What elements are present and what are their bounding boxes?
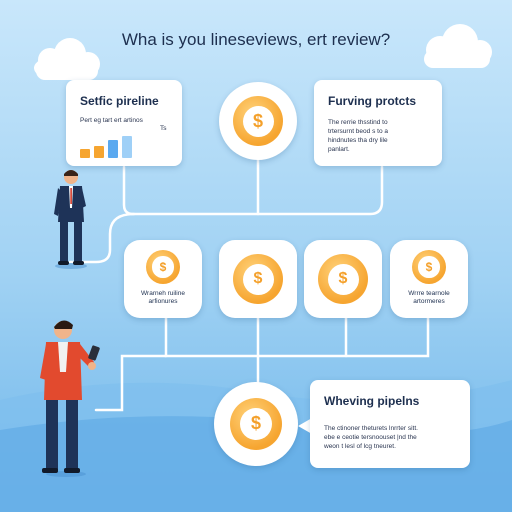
connector-lines [68, 158, 430, 412]
dollar-coin-icon: $ [146, 250, 180, 284]
bar-chart-icon [80, 128, 152, 158]
middle-node-1: $ Wrarneh ruiline arfionures [124, 240, 202, 318]
dollar-sign: $ [242, 105, 274, 137]
whevring-pipeline-text: The ctinoner theturets lnrrter sitt. ebe… [324, 425, 418, 450]
dollar-sign: $ [327, 263, 359, 295]
businessman-phone-figure [40, 320, 100, 477]
cloud-left-icon [34, 38, 100, 80]
businessman-standing-figure [54, 170, 87, 269]
sales-pipeline-text: Pert eg tart ert artinos [80, 117, 143, 124]
top-coin-node: $ [219, 82, 297, 160]
dollar-coin-icon: $ [412, 250, 446, 284]
page-title: Wha is you lineseviews, ert review? [121, 30, 391, 49]
sales-pipeline-title: Setfic pireline [80, 94, 159, 108]
chart-bar [108, 140, 118, 158]
chart-bar [122, 136, 132, 158]
funding-prospects-text: The rerrie thsstind to trtersurnt beod s… [328, 119, 388, 153]
whevring-pipeline-title: Wheving pipelns [324, 394, 420, 408]
dollar-sign: $ [418, 256, 440, 278]
chart-bar [94, 146, 104, 158]
chart-bar [80, 149, 90, 158]
dollar-coin-icon: $ [233, 96, 283, 146]
cloud-right-icon [424, 24, 492, 68]
funding-prospects-title: Furving protcts [328, 94, 417, 108]
middle-node-3: $ [304, 240, 382, 318]
whevring-pipeline-card: Wheving pipelns The ctinoner theturets l… [310, 380, 470, 468]
middle-node-1-label: Wrarneh ruiline arfionures [141, 290, 185, 305]
middle-node-4-label: Wrrre tearnole artormeres [408, 290, 450, 305]
dollar-coin-icon: $ [233, 254, 283, 304]
sales-pipeline-card: Setfic pireline Pert eg tart ert artinos… [66, 80, 182, 166]
dollar-sign: $ [152, 256, 174, 278]
funding-prospects-card: Furving protcts The rerrie thsstind to t… [314, 80, 442, 166]
middle-node-4: $ Wrrre tearnole artormeres [390, 240, 468, 318]
dollar-coin-icon: $ [318, 254, 368, 304]
dollar-sign: $ [242, 263, 274, 295]
dollar-coin-icon: $ [230, 398, 282, 450]
sales-pipeline-badge: Ts [160, 125, 167, 132]
middle-node-2: $ [219, 240, 297, 318]
callout-pointer [298, 418, 312, 434]
dollar-sign: $ [239, 407, 273, 441]
bottom-coin-node: $ [214, 382, 298, 466]
